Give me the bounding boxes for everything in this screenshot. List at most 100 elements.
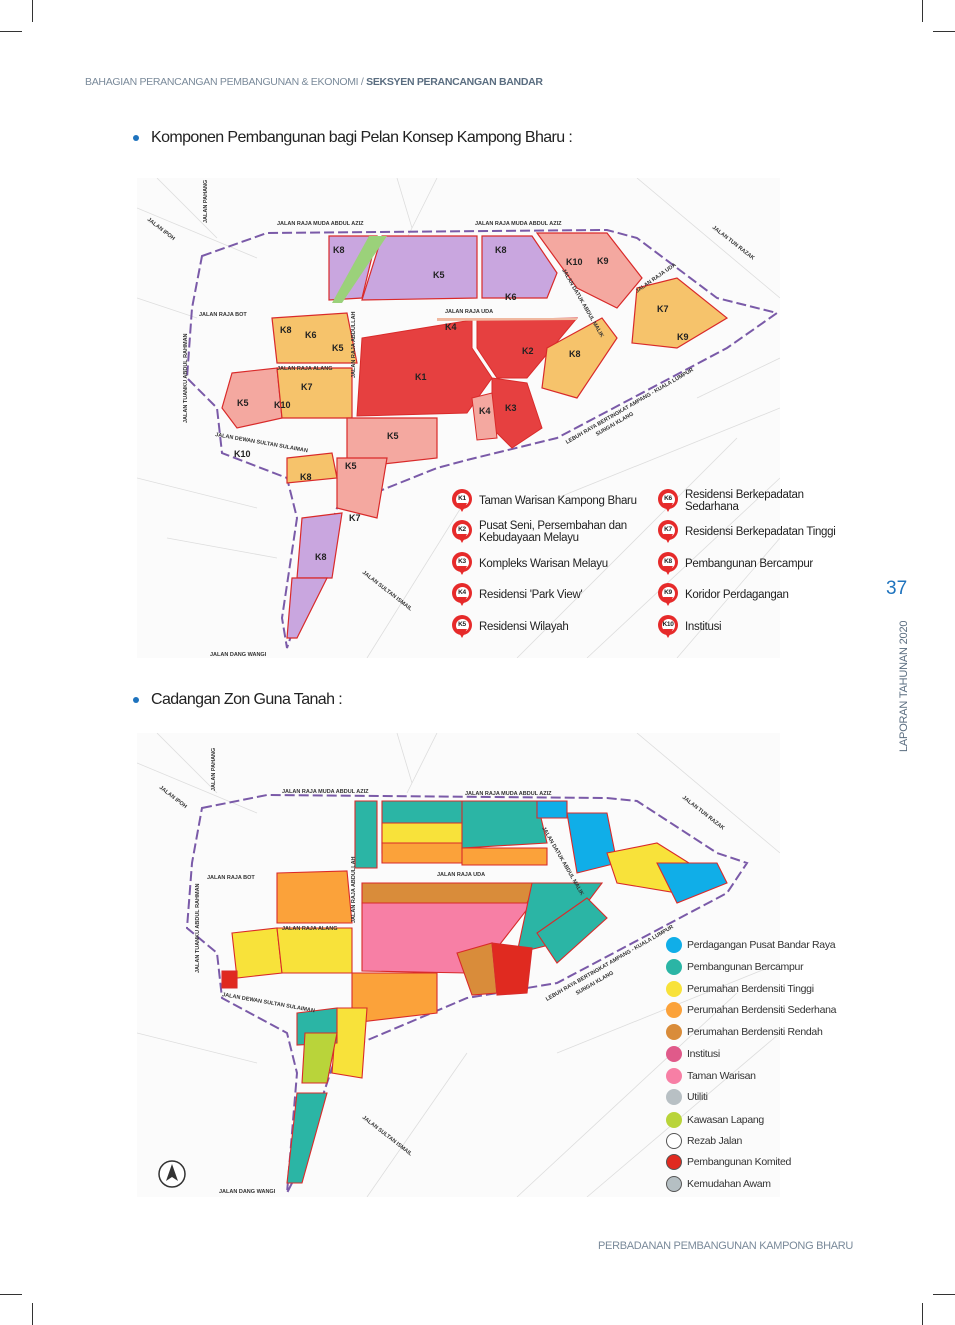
running-header: BAHAGIAN PERANCANGAN PEMBANGUNAN & EKONO… [85,76,543,88]
zone-item: Kawasan Lapang [666,1112,764,1128]
running-footer: PERBADANAN PEMBANGUNAN KAMPONG BHARU [598,1240,854,1252]
legend-label: Residensi 'Park View' [479,589,583,601]
legend-label: Kompleks Warisan Melayu [479,558,608,570]
legend-item-k2: K2 Pusat Seni, Persembahan dan Kebudayaan… [452,520,652,544]
svg-text:K8: K8 [495,245,507,255]
svg-text:K8: K8 [569,349,581,359]
road-label: JALAN RAJA MUDA ABDUL AZIZ [282,789,369,795]
svg-text:K5: K5 [433,270,445,280]
crop-mark [0,1294,22,1295]
svg-text:K7: K7 [657,304,669,314]
svg-text:K8: K8 [300,472,312,482]
crop-mark [933,1294,955,1295]
header-dept: BAHAGIAN PERANCANGAN PEMBANGUNAN & EKONO… [85,76,367,88]
zone-item: Taman Warisan [666,1068,756,1084]
legend-item-k3: K3 Kompleks Warisan Melayu [452,552,608,576]
legend-item-k9: K9 Koridor Perdagangan [658,583,789,607]
swatch-icon [666,1089,682,1105]
road-label: JALAN RAJA ABDULLAH [351,856,357,923]
report-title-vertical: LAPORAN TAHUNAN 2020 [898,620,910,752]
map-pin-icon: K8 [658,552,678,576]
svg-text:K4: K4 [445,322,457,332]
svg-text:K2: K2 [522,346,534,356]
svg-text:K5: K5 [332,343,344,353]
svg-text:K1: K1 [415,372,427,382]
map-pin-icon: K6 [658,489,678,513]
zone-item: Perumahan Berdensiti Sederhana [666,1002,836,1018]
bullet-icon [133,135,139,141]
road-label: JALAN DANG WANGI [210,652,267,658]
svg-text:K3: K3 [505,403,517,413]
road-label: JALAN DANG WANGI [219,1189,276,1195]
legend-label: Residensi Berkepadatan Tinggi [685,526,836,538]
swatch-icon [666,1002,682,1018]
road-label: JALAN RAJA MUDA ABDUL AZIZ [465,791,552,797]
svg-text:K8: K8 [280,325,292,335]
zone-item: Kemudahan Awam [666,1176,771,1192]
map-pin-icon: K7 [658,520,678,544]
road-label: JALAN RAJA BOT [207,875,255,881]
map-pin-icon: K2 [452,520,472,544]
map-pin-icon: K9 [658,583,678,607]
legend-item-k1: K1 Taman Warisan Kampong Bharu [452,489,637,513]
legend-label: Pembangunan Bercampur [685,558,813,570]
road-label: JALAN TUANKU ABDUL RAHMAN [195,883,201,973]
bullet-icon [133,697,139,703]
legend-label: Residensi Berkepadatan Sedarhana [685,489,804,513]
zone-item: Perumahan Berdensiti Rendah [666,1024,823,1040]
header-section: SEKSYEN PERANCANGAN BANDAR [366,76,543,88]
road-label: JALAN PAHANG [203,180,209,223]
road-label: JALAN RAJA UDA [445,309,493,315]
svg-text:K7: K7 [349,513,361,523]
legend-label: Taman Warisan Kampong Bharu [479,495,637,507]
swatch-icon [666,1068,682,1084]
road-label: JALAN TUANKU ABDUL RAHMAN [183,333,189,423]
swatch-icon [666,1154,682,1170]
legend-item-k6: K6 Residensi Berkepadatan Sedarhana [658,489,828,513]
swatch-icon [666,959,682,975]
map-pin-icon: K3 [452,552,472,576]
legend-label: Koridor Perdagangan [685,589,789,601]
legend-item-k8: K8 Pembangunan Bercampur [658,552,813,576]
section-title: Cadangan Zon Guna Tanah : [151,691,343,708]
svg-text:K10: K10 [234,449,251,459]
swatch-icon [666,1112,682,1128]
zone-item: Perumahan Berdensiti Tinggi [666,981,814,997]
swatch-icon [666,937,682,953]
zone-item: Perdagangan Pusat Bandar Raya [666,937,836,953]
zone-item: Rezab Jalan [666,1133,742,1149]
road-label: JALAN PAHANG [211,748,217,791]
svg-text:K6: K6 [505,292,517,302]
crop-mark [922,0,923,22]
section-heading-components: Komponen Pembangunan bagi Pelan Konsep K… [133,129,573,147]
map-pin-icon: K1 [452,489,472,513]
zone-item: Institusi [666,1046,720,1062]
legend-label: Pusat Seni, Persembahan dan Kebudayaan M… [479,520,627,544]
svg-text:K5: K5 [345,461,357,471]
road-label: JALAN RAJA ALANG [277,366,333,372]
svg-text:K10: K10 [274,400,291,410]
crop-mark [0,31,22,32]
swatch-icon [666,1046,682,1062]
svg-text:K8: K8 [315,552,327,562]
section-heading-zoning: Cadangan Zon Guna Tanah : [133,691,343,709]
svg-text:K8: K8 [333,245,345,255]
road-label: JALAN RAJA ALANG [282,926,338,932]
svg-text:K4: K4 [479,406,491,416]
svg-text:K9: K9 [677,332,689,342]
road-label: JALAN RAJA MUDA ABDUL AZIZ [475,221,562,227]
north-arrow-icon [158,1160,186,1188]
svg-text:K9: K9 [597,256,609,266]
legend-item-k7: K7 Residensi Berkepadatan Tinggi [658,520,836,544]
svg-text:K7: K7 [301,382,313,392]
road-label: JALAN RAJA ABDULLAH [351,311,357,378]
crop-mark [933,31,955,32]
map-pin-icon: K10 [658,615,678,639]
svg-text:K10: K10 [566,257,583,267]
svg-text:K5: K5 [237,398,249,408]
road-label: JALAN RAJA MUDA ABDUL AZIZ [277,221,364,227]
swatch-icon [666,1176,682,1192]
